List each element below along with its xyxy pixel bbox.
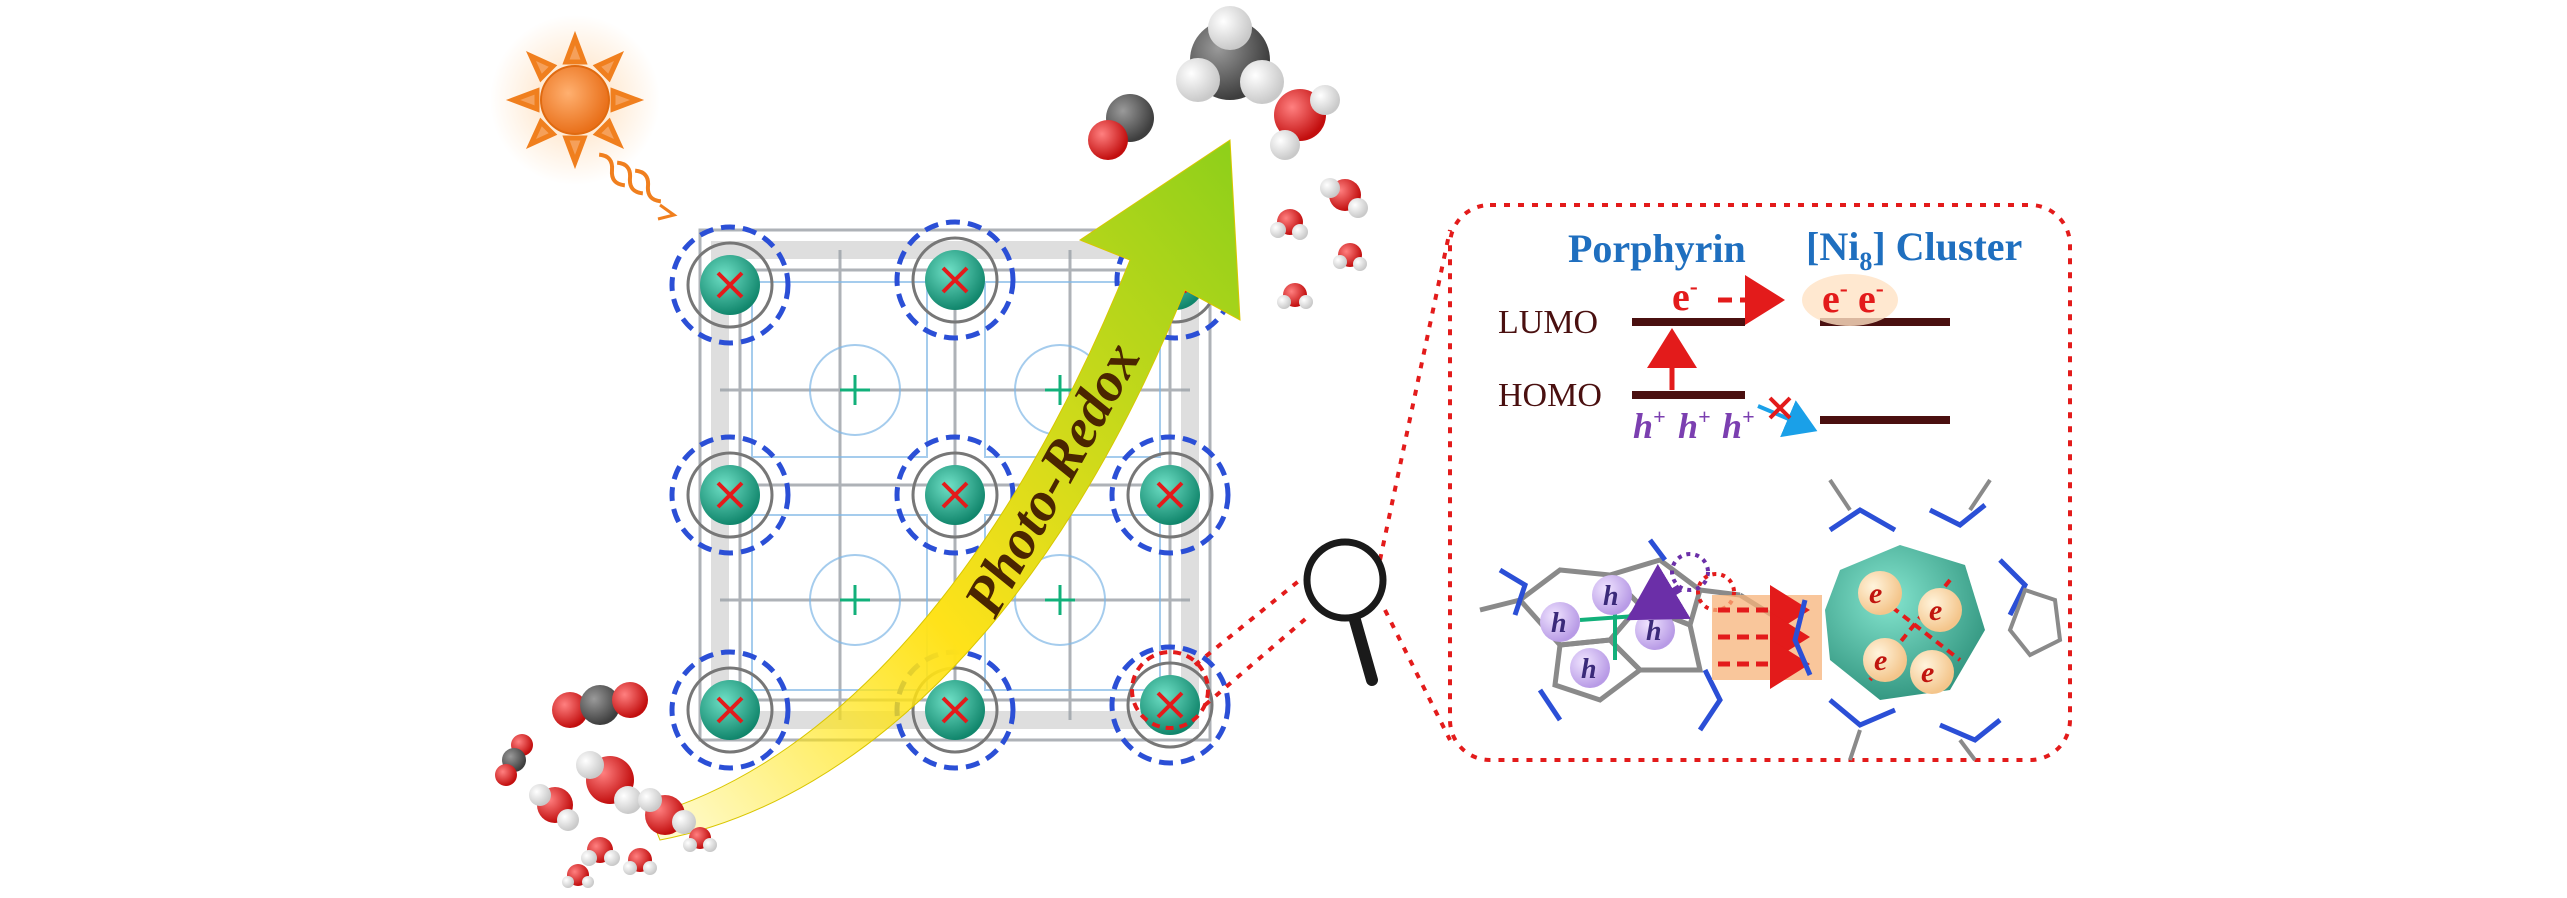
water-molecule (1320, 178, 1368, 218)
svg-text:e: e (1869, 577, 1882, 610)
co-molecule (1088, 94, 1154, 160)
hole-ball: h (1570, 648, 1610, 688)
dotted-site (1670, 552, 1710, 592)
homo-label: HOMO (1498, 377, 1602, 414)
svg-text:h: h (1551, 608, 1567, 639)
electron-label: e- (1858, 276, 1884, 321)
water-molecule (638, 788, 696, 835)
lumo-label: LUMO (1498, 304, 1598, 341)
electron-ball: e (1918, 588, 1962, 632)
water-molecule (529, 784, 579, 831)
cluster-node (894, 219, 1016, 341)
hole-label: h+ (1633, 404, 1666, 446)
methane-molecule (1176, 6, 1284, 104)
svg-text:h: h (1603, 581, 1619, 612)
arrow-label: Photo-Redox (952, 332, 1153, 627)
water-molecule (623, 848, 657, 875)
svg-text:e: e (1921, 656, 1934, 689)
cluster-node (669, 224, 791, 346)
svg-text:e: e (1874, 644, 1887, 677)
hole-label: h+ (1722, 404, 1755, 446)
svg-text:h: h (1581, 654, 1597, 685)
hole-ball: h (1540, 602, 1580, 642)
cluster-node (1109, 644, 1231, 766)
electron-ball: e (1858, 571, 1902, 615)
porphyrin-title: Porphyrin (1568, 226, 1746, 271)
sun-icon (490, 15, 660, 185)
cluster-node (669, 434, 791, 556)
light-rays (598, 152, 678, 221)
water-molecule (576, 751, 642, 814)
co2-molecule (495, 734, 533, 786)
cluster-node (669, 649, 791, 771)
ni8-cluster-structure: e e e e (1792, 478, 2063, 762)
hole-ball: h (1592, 575, 1632, 615)
svg-text:e: e (1929, 594, 1942, 627)
water-molecule (1333, 243, 1367, 271)
hole-ball: h (1635, 610, 1675, 650)
hole-label: h+ (1678, 404, 1711, 446)
co2-molecule (552, 682, 648, 728)
water-molecule (683, 827, 717, 852)
electron-glow (1802, 274, 1898, 326)
cluster-node (1109, 434, 1231, 556)
electron-ball: e (1863, 638, 1907, 682)
electron-ball: e (1910, 650, 1954, 694)
electron-label: e- (1822, 276, 1848, 321)
zoom-connectors (1193, 229, 1452, 741)
blocked-cross (1768, 396, 1792, 420)
cluster-node (894, 434, 1016, 556)
porphyrin-structure: h h h h (1479, 538, 1782, 732)
water-molecule (1270, 85, 1340, 160)
svg-text:h: h (1646, 616, 1662, 647)
water-molecule (1270, 209, 1308, 240)
highlight-circle (1130, 650, 1210, 730)
blocked-hole-transfer-arrow (1757, 400, 1818, 438)
magnifier-icon (1303, 538, 1387, 686)
cluster-title: [Ni8] Cluster (1806, 224, 2022, 276)
water-molecule (562, 864, 594, 888)
hole-migration-arrow (1626, 563, 1691, 621)
mof-framework (669, 219, 1236, 771)
water-molecule (581, 837, 620, 866)
electron-label: e- (1672, 274, 1698, 319)
water-molecule (1277, 283, 1313, 309)
